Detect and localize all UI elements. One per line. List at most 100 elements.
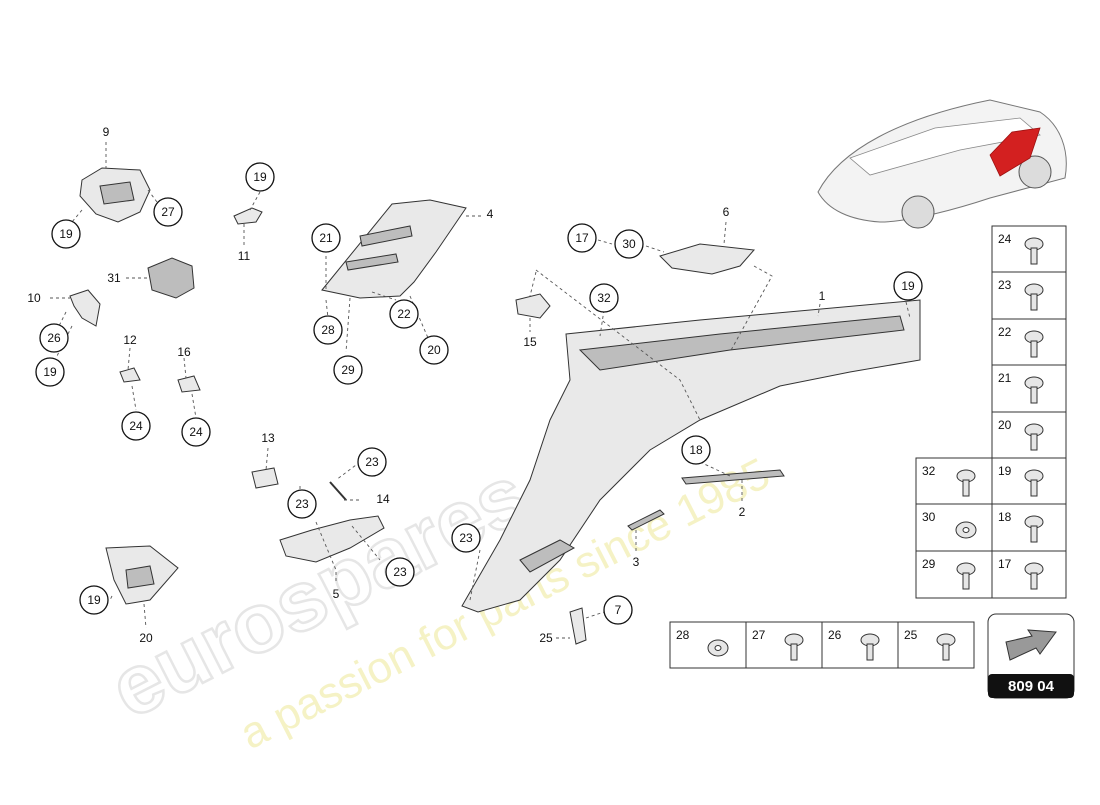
callout-5[interactable]: 5 [333,587,340,601]
callout-label: 16 [177,345,191,359]
callout-label: 15 [523,335,537,349]
callout-label: 9 [103,125,110,139]
callout-14[interactable]: 14 [376,492,390,506]
callout-label: 21 [319,231,333,245]
callout-26[interactable]: 26 [39,323,69,353]
callout-20[interactable]: 20 [419,335,449,365]
car-thumbnail [817,99,1067,229]
bolt-icon [1024,237,1044,265]
callout-6[interactable]: 6 [723,205,730,219]
callout-19[interactable]: 19 [79,585,109,615]
callout-19[interactable]: 19 [35,357,65,387]
callout-16[interactable]: 16 [177,345,191,359]
hardware-item-label: 23 [998,278,1012,292]
callout-label: 22 [397,307,411,321]
callout-label: 29 [341,363,355,377]
callout-label: 7 [615,603,622,617]
callout-circle [39,323,69,353]
callout-7[interactable]: 7 [603,595,633,625]
callout-circle [451,523,481,553]
callout-label: 32 [597,291,611,305]
callout-circle [313,315,343,345]
callout-11[interactable]: 11 [238,249,251,263]
bolt-icon [860,633,880,661]
callout-circle [893,271,923,301]
callout-21[interactable]: 21 [311,223,341,253]
callout-13[interactable]: 13 [261,431,275,445]
callout-23[interactable]: 23 [287,489,317,519]
callout-label: 14 [376,492,390,506]
callout-27[interactable]: 27 [153,197,183,227]
callout-circle [311,223,341,253]
bolt-icon [1024,330,1044,358]
callout-9[interactable]: 9 [103,125,110,139]
callout-3[interactable]: 3 [633,555,640,569]
callout-label: 17 [575,231,589,245]
callout-label: 23 [393,565,407,579]
hardware-item-label: 19 [998,464,1012,478]
bolt-icon [936,633,956,661]
hardware-item-label: 24 [998,232,1012,246]
callout-label: 6 [723,205,730,219]
callout-label: 10 [27,291,41,305]
callout-20[interactable]: 20 [139,631,153,645]
callout-label: 12 [123,333,137,347]
hardware-item-label: 21 [998,371,1012,385]
callout-label: 19 [43,365,57,379]
callout-4[interactable]: 4 [487,207,494,221]
diagram-code: 809 04 [1008,678,1055,695]
callout-label: 24 [129,419,143,433]
callout-circle [181,417,211,447]
callout-25[interactable]: 25 [539,631,553,645]
callout-label: 30 [622,237,636,251]
diagram-code-badge: 809 04 [987,613,1075,699]
callout-label: 28 [321,323,335,337]
callout-1[interactable]: 1 [819,289,826,303]
callout-23[interactable]: 23 [385,557,415,587]
callout-circle [287,489,317,519]
callout-15[interactable]: 15 [523,335,537,349]
callout-10[interactable]: 10 [27,291,41,305]
callout-circle [245,162,275,192]
callout-23[interactable]: 23 [357,447,387,477]
washer-icon [707,639,729,657]
callout-label: 3 [633,555,640,569]
callout-17[interactable]: 17 [567,223,597,253]
callout-circle [357,447,387,477]
bolt-icon [956,562,976,590]
callout-label: 31 [107,271,121,285]
callout-19[interactable]: 19 [51,219,81,249]
callout-circle [603,595,633,625]
hardware-item-label: 28 [676,628,690,642]
callout-23[interactable]: 23 [451,523,481,553]
callout-28[interactable]: 28 [313,315,343,345]
callout-24[interactable]: 24 [181,417,211,447]
callout-label: 19 [87,593,101,607]
bolt-icon [956,469,976,497]
callout-circle [333,355,363,385]
bolt-icon [784,633,804,661]
hardware-item-label: 30 [922,510,936,524]
callout-19[interactable]: 19 [893,271,923,301]
callout-circle [51,219,81,249]
callout-label: 19 [253,170,267,184]
callout-24[interactable]: 24 [121,411,151,441]
callout-30[interactable]: 30 [614,229,644,259]
hardware-item-label: 32 [922,464,936,478]
hardware-item-label: 25 [904,628,918,642]
callout-label: 1 [819,289,826,303]
callout-label: 25 [539,631,553,645]
callout-label: 26 [47,331,61,345]
callout-12[interactable]: 12 [123,333,137,347]
callout-2[interactable]: 2 [739,505,746,519]
callout-32[interactable]: 32 [589,283,619,313]
hardware-item-label: 29 [922,557,936,571]
callout-29[interactable]: 29 [333,355,363,385]
callout-18[interactable]: 18 [681,435,711,465]
callout-31[interactable]: 31 [107,271,121,285]
callout-22[interactable]: 22 [389,299,419,329]
callout-label: 20 [139,631,153,645]
callout-19[interactable]: 19 [245,162,275,192]
